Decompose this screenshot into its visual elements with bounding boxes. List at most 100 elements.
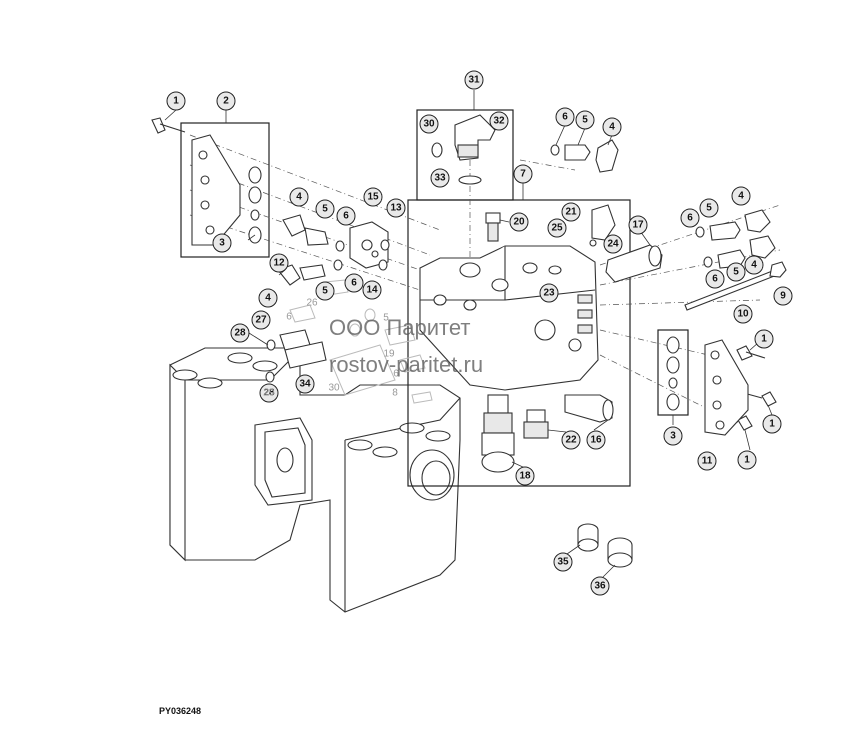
svg-text:6: 6 [712, 274, 718, 285]
plain-label-6: 6 [286, 312, 292, 323]
callout-4: 4 [289, 187, 309, 207]
svg-text:3: 3 [219, 238, 225, 249]
fitting-group-27-34 [265, 329, 327, 383]
callout-35: 35 [553, 552, 573, 572]
callout-1: 1 [754, 329, 774, 349]
valve-cartridge-part-16 [564, 394, 614, 423]
o-rings-part-3a [248, 166, 262, 244]
svg-text:7: 7 [520, 169, 526, 180]
callout-20: 20 [509, 212, 529, 232]
o-rings-part-3b [666, 336, 680, 411]
plain-label-8: 8 [392, 388, 398, 399]
callout-34: 34 [295, 374, 315, 394]
callout-33: 33 [430, 168, 450, 188]
fitting-part-20 [485, 212, 501, 242]
callout-17: 17 [628, 215, 648, 235]
svg-text:4: 4 [751, 260, 757, 271]
svg-text:12: 12 [273, 258, 285, 269]
valve-body [419, 245, 599, 391]
svg-text:33: 33 [434, 173, 446, 184]
callout-5: 5 [315, 281, 335, 301]
svg-text:6: 6 [351, 278, 357, 289]
plain-label-26: 26 [306, 298, 318, 309]
elbow-fitting-part-32 [431, 114, 496, 185]
svg-text:6: 6 [343, 211, 349, 222]
fitting-group-top [550, 139, 619, 173]
callout-6: 6 [680, 208, 700, 228]
plain-label-29: 29 [263, 388, 275, 399]
svg-text:10: 10 [737, 309, 749, 320]
svg-text:5: 5 [733, 267, 739, 278]
bolt-part-1b [736, 345, 766, 361]
svg-text:1: 1 [769, 419, 775, 430]
callout-6: 6 [705, 269, 725, 289]
svg-text:6: 6 [687, 213, 693, 224]
svg-text:22: 22 [565, 435, 577, 446]
svg-text:24: 24 [607, 239, 619, 250]
callout-3: 3 [663, 426, 683, 446]
box-part-7 [407, 199, 631, 487]
callout-18: 18 [515, 466, 535, 486]
svg-text:28: 28 [234, 328, 246, 339]
plain-label-19: 19 [383, 349, 395, 360]
callout-36: 36 [590, 576, 610, 596]
watermark-company-name: ООО Паритет [329, 315, 470, 340]
callout-4: 4 [744, 255, 764, 275]
callout-23: 23 [539, 283, 559, 303]
callout-6: 6 [555, 107, 575, 127]
bolt-part-1a [151, 117, 186, 134]
fitting-group-right-1 [695, 209, 771, 241]
callout-21: 21 [561, 202, 581, 222]
svg-text:1: 1 [173, 96, 179, 107]
callout-13: 13 [386, 198, 406, 218]
bushing-part-36 [607, 537, 633, 568]
valve-cartridge-part-18 [481, 394, 515, 473]
callout-32: 32 [489, 111, 509, 131]
nut-part-9 [769, 261, 787, 278]
callout-24: 24 [603, 234, 623, 254]
callout-4: 4 [258, 288, 278, 308]
svg-text:32: 32 [493, 116, 505, 127]
svg-text:14: 14 [366, 285, 378, 296]
box-part-2 [180, 122, 270, 258]
svg-text:21: 21 [565, 207, 577, 218]
callout-5: 5 [315, 199, 335, 219]
transmission-housing [169, 347, 461, 613]
callout-30: 30 [419, 114, 439, 134]
valve-cartridge-part-22 [523, 409, 549, 439]
ball-part-24 [589, 239, 597, 247]
callout-5: 5 [726, 262, 746, 282]
callout-3: 3 [212, 233, 232, 253]
callout-5: 5 [699, 198, 719, 218]
svg-text:11: 11 [702, 456, 713, 467]
svg-text:5: 5 [706, 203, 712, 214]
valve-cartridge-part-21 [591, 204, 616, 241]
fitting-group-right-2 [703, 235, 776, 269]
callout-16: 16 [586, 430, 606, 450]
callout-27: 27 [251, 310, 271, 330]
svg-text:4: 4 [609, 122, 615, 133]
svg-text:25: 25 [551, 223, 563, 234]
svg-text:4: 4 [738, 191, 744, 202]
svg-text:4: 4 [265, 293, 271, 304]
callout-1: 1 [737, 450, 757, 470]
svg-text:35: 35 [557, 557, 569, 568]
svg-text:30: 30 [423, 119, 435, 130]
svg-text:5: 5 [322, 204, 328, 215]
callout-10: 10 [733, 304, 753, 324]
callout-25: 25 [547, 218, 567, 238]
watermark-website: rostov-paritet.ru [329, 352, 483, 377]
fitting-group-left [277, 214, 390, 286]
callout-12: 12 [269, 253, 289, 273]
callout-15: 15 [363, 187, 383, 207]
callout-5: 5 [575, 110, 595, 130]
callout-22: 22 [561, 430, 581, 450]
callout-1: 1 [762, 414, 782, 434]
callout-28: 28 [230, 323, 250, 343]
svg-text:6: 6 [562, 112, 568, 123]
callout-7: 7 [513, 164, 533, 184]
plain-label-5: 5 [383, 313, 389, 324]
svg-text:9: 9 [780, 291, 786, 302]
leader-lines [164, 90, 773, 578]
